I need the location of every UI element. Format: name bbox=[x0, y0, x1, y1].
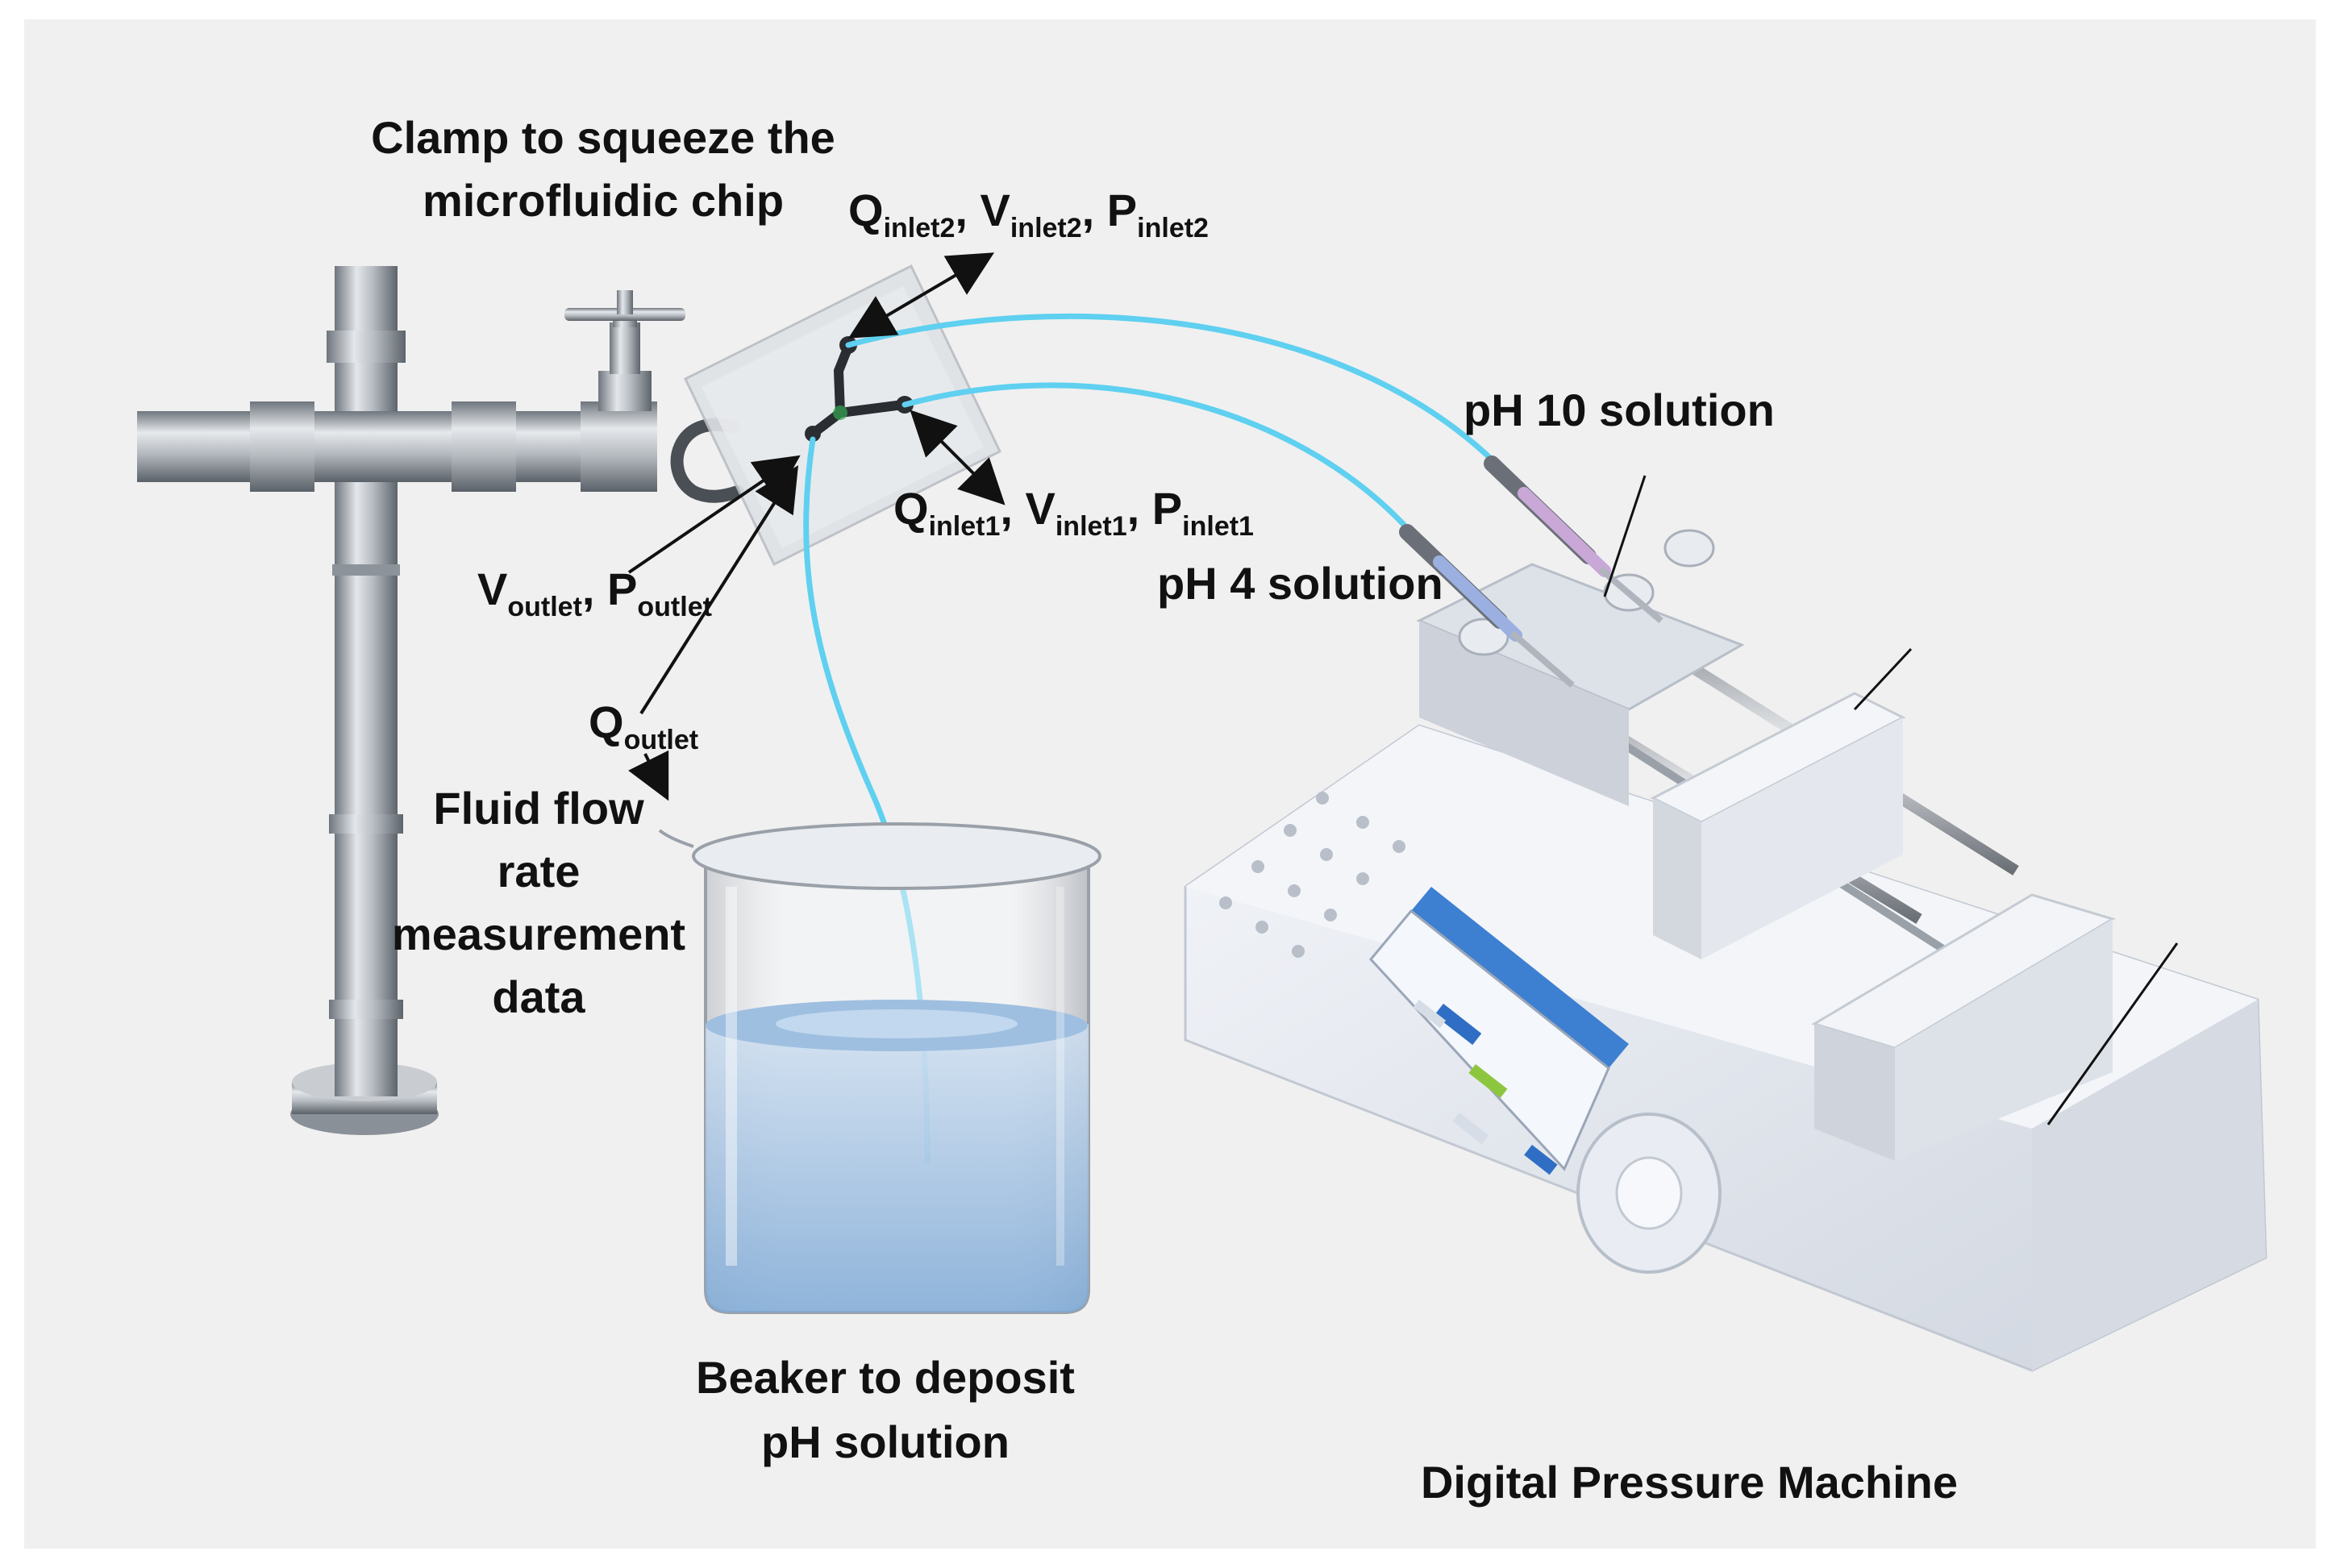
beaker-label-line1: Beaker to deposit bbox=[696, 1352, 1075, 1403]
flow-data-label: Fluid flow rate measurement data bbox=[392, 783, 685, 1022]
end-block bbox=[1811, 893, 2116, 1161]
flow-label-line2: rate bbox=[498, 846, 581, 896]
machine-label: Digital Pressure Machine bbox=[1421, 1457, 1958, 1508]
syringe-ph4 bbox=[1399, 524, 1575, 688]
tube-inlet1 bbox=[901, 382, 1410, 531]
syringe-holder-block bbox=[1416, 529, 1745, 806]
arrow-flow-data bbox=[628, 750, 669, 801]
flow-label-line3: measurement bbox=[392, 909, 685, 959]
beaker bbox=[658, 822, 1101, 1314]
flow-label-line1: Fluid flow bbox=[433, 783, 644, 834]
inlet1-params: Qinlet1, Vinlet1, Pinlet1 bbox=[893, 483, 1254, 542]
outlet-q-param: Qoutlet bbox=[589, 697, 698, 755]
arrow-inlet2 bbox=[847, 252, 995, 339]
ph10-label: pH 10 solution bbox=[1464, 385, 1775, 435]
clamp-stand bbox=[137, 266, 744, 1135]
pump-screen bbox=[1369, 887, 1629, 1175]
annotation-arrows bbox=[627, 252, 1006, 801]
inlet2-params: Qinlet2, Vinlet2, Pinlet2 bbox=[848, 185, 1209, 243]
keypad bbox=[1219, 792, 1405, 958]
outlet-vp-params: Voutlet, Poutlet bbox=[477, 564, 712, 622]
arrow-outlet-q bbox=[639, 465, 798, 715]
digital-pressure-machine bbox=[1184, 455, 2267, 1372]
machine-pointer-lines bbox=[1603, 475, 2179, 1125]
flow-label-line4: data bbox=[492, 971, 585, 1022]
beaker-label-line2: pH solution bbox=[761, 1416, 1010, 1467]
pusher-block bbox=[1650, 692, 1906, 959]
clamp-label: Clamp to squeeze the bbox=[371, 112, 835, 163]
ph4-label: pH 4 solution bbox=[1157, 558, 1443, 609]
arrow-inlet1 bbox=[910, 410, 1006, 505]
clamp-label-line2: microfluidic chip bbox=[423, 175, 784, 226]
navigation-dial bbox=[1576, 1113, 1722, 1274]
